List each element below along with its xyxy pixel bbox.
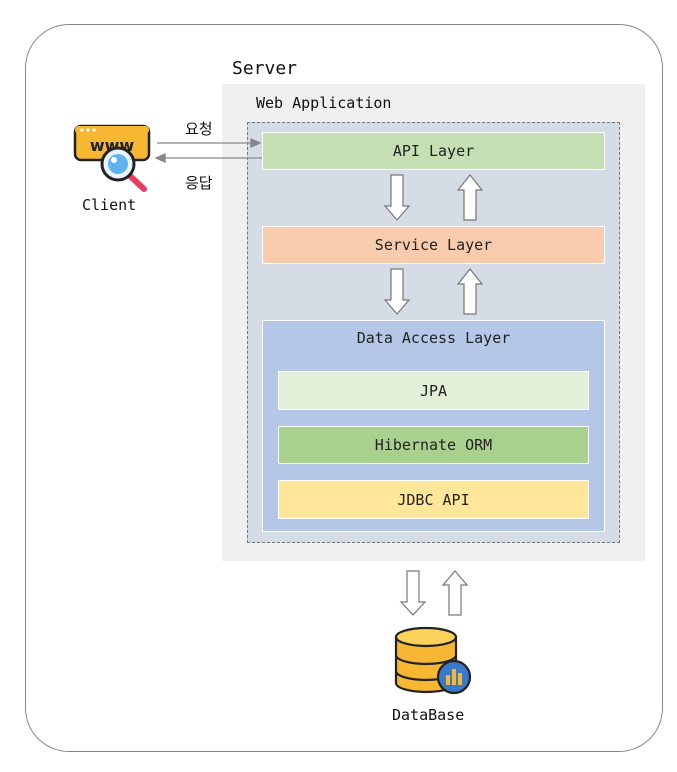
data-access-layer-label: Data Access Layer bbox=[356, 329, 511, 347]
response-arrowhead bbox=[154, 152, 166, 164]
api-layer-label: API Layer bbox=[392, 142, 475, 160]
database-icon bbox=[394, 626, 472, 695]
jpa-label: JPA bbox=[419, 381, 448, 400]
request-arrowhead bbox=[250, 137, 262, 149]
service-layer-label: Service Layer bbox=[374, 236, 493, 254]
arrow-up-dal-service bbox=[456, 268, 484, 315]
server-title: Server bbox=[232, 58, 298, 79]
jpa-box: JPA bbox=[278, 371, 589, 410]
jdbc-api-label: JDBC API bbox=[397, 490, 470, 509]
request-label: 요청 bbox=[185, 120, 213, 138]
arrow-down-app-db bbox=[399, 570, 427, 616]
response-label: 응답 bbox=[185, 174, 213, 192]
database-label: DataBase bbox=[392, 706, 465, 724]
jdbc-api-box: JDBC API bbox=[278, 480, 589, 519]
arrow-down-api-service bbox=[383, 174, 411, 221]
hibernate-orm-label: Hibernate ORM bbox=[374, 436, 493, 454]
www-search-icon: www bbox=[73, 124, 151, 192]
service-layer: Service Layer bbox=[262, 226, 605, 264]
client-label: Client bbox=[82, 196, 137, 214]
hibernate-orm-box: Hibernate ORM bbox=[278, 426, 589, 464]
arrow-up-service-api bbox=[456, 174, 484, 221]
arrow-up-db-app bbox=[441, 570, 469, 616]
web-application-title: Web Application bbox=[256, 94, 392, 112]
arrow-down-service-dal bbox=[383, 268, 411, 315]
api-layer: API Layer bbox=[262, 132, 605, 170]
